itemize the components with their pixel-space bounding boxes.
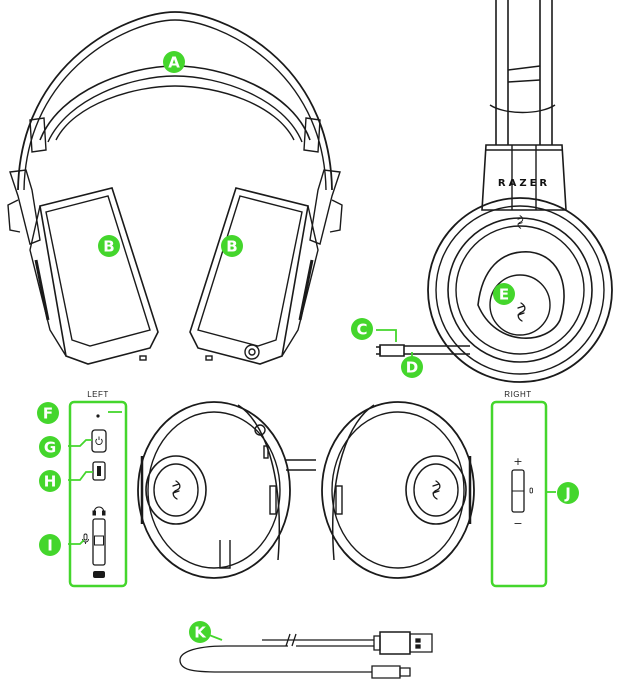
razer-snake-logo-icon <box>518 303 525 321</box>
callout-C: C <box>351 318 373 340</box>
svg-text:C: C <box>356 321 367 339</box>
svg-text:G: G <box>44 439 56 457</box>
svg-text:J: J <box>564 485 571 503</box>
left-panel: LEFT <box>70 390 126 586</box>
callout-B-right: B <box>221 235 243 257</box>
svg-text:B: B <box>103 238 114 256</box>
callout-K: K <box>189 621 211 643</box>
callout-B-left: B <box>98 235 120 257</box>
right-panel-label: RIGHT <box>504 390 531 399</box>
volume-minus-label: − <box>513 517 522 530</box>
game-controller-icon <box>93 571 105 578</box>
status-led <box>96 414 99 417</box>
microphone-icon <box>530 488 533 493</box>
power-button[interactable] <box>92 430 106 452</box>
svg-text:F: F <box>43 405 53 423</box>
headphone-icon <box>93 507 105 515</box>
volume-plus-label: + <box>513 455 522 468</box>
svg-text:I: I <box>47 537 53 555</box>
svg-text:D: D <box>406 359 418 377</box>
callout-A: A <box>163 51 185 73</box>
side-brand: RAZER <box>498 178 550 189</box>
callout-E: E <box>493 283 515 305</box>
side-view-headset <box>376 0 612 382</box>
razer-snake-logo-icon <box>433 481 440 499</box>
callout-D: D <box>401 356 423 378</box>
svg-text:K: K <box>194 624 207 642</box>
svg-text:B: B <box>226 238 237 256</box>
svg-text:H: H <box>44 473 57 491</box>
right-panel: RIGHT + − <box>492 390 546 586</box>
callout-J: J <box>557 482 579 504</box>
callout-H: H <box>39 470 61 492</box>
callout-F: F <box>37 402 59 424</box>
razer-snake-logo-icon <box>173 481 180 499</box>
svg-text:A: A <box>168 54 180 72</box>
svg-text:E: E <box>499 286 509 304</box>
callout-I: I <box>39 534 61 556</box>
callout-G: G <box>39 436 61 458</box>
microphone-icon <box>83 534 89 544</box>
left-panel-label: LEFT <box>87 390 109 399</box>
power-icon <box>96 437 102 445</box>
flat-earcups-view <box>138 402 474 578</box>
brand-text: RAZER <box>498 178 550 189</box>
